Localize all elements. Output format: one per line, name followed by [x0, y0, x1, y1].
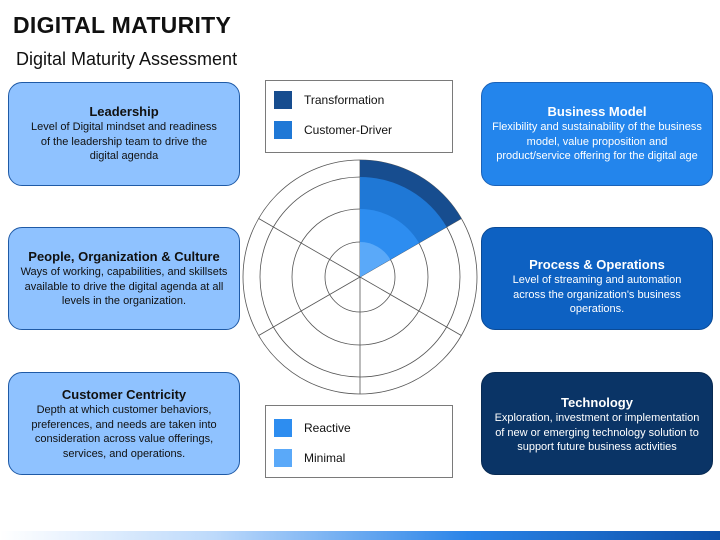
card-technology: Technology Exploration, investment or im… [481, 372, 713, 475]
card-title: People, Organization & Culture [28, 249, 220, 264]
card-title: Customer Centricity [61, 387, 187, 402]
legend-label: Transformation [304, 93, 385, 107]
page-title: DIGITAL MATURITY [13, 12, 232, 38]
legend-label: Minimal [304, 451, 346, 465]
legend-item-minimal: Minimal [274, 449, 345, 467]
card-description: Flexibility and sustainability of the bu… [492, 121, 702, 162]
legend-swatch [274, 449, 292, 467]
card-title: Process & Operations [529, 257, 665, 272]
radar-spoke [258, 276, 361, 336]
card-process-operations: Process & Operations Level of streaming … [481, 227, 713, 330]
radar-fill-minimal [360, 242, 391, 277]
card-description: Exploration, investment or implementatio… [494, 412, 700, 453]
radar-spoke [258, 218, 361, 278]
legend-swatch [274, 121, 292, 139]
legend-item-transformation: Transformation [274, 91, 384, 109]
legend-label: Customer-Driver [304, 123, 393, 137]
radar-fill [360, 160, 462, 277]
card-description: Ways of working, capabilities, and skill… [20, 266, 228, 307]
footer-gradient-bar [0, 531, 720, 540]
card-title: Business Model [547, 104, 647, 119]
radar-spoke [359, 276, 462, 336]
legend-swatch [274, 91, 292, 109]
card-leadership: Leadership Level of Digital mindset and … [8, 82, 240, 186]
legend-item-customer-driver: Customer-Driver [274, 121, 392, 139]
page-subtitle: Digital Maturity Assessment [16, 49, 238, 69]
legend-label: Reactive [304, 421, 351, 435]
legend-swatch [274, 419, 292, 437]
card-description: Level of streaming and automation across… [512, 274, 682, 315]
card-customer-centricity: Customer Centricity Depth at which custo… [8, 372, 240, 475]
card-description: Level of Digital mindset and readiness o… [31, 121, 217, 162]
legend-bottom: Reactive Minimal [265, 405, 453, 478]
card-title: Technology [561, 395, 633, 410]
card-people-organization-culture: People, Organization & Culture Ways of w… [8, 227, 240, 330]
card-business-model: Business Model Flexibility and sustainab… [481, 82, 713, 186]
legend-item-reactive: Reactive [274, 419, 351, 437]
card-description: Depth at which customer behaviors, prefe… [31, 404, 217, 460]
card-title: Leadership [89, 104, 159, 119]
legend-top: Transformation Customer-Driver [265, 80, 453, 153]
